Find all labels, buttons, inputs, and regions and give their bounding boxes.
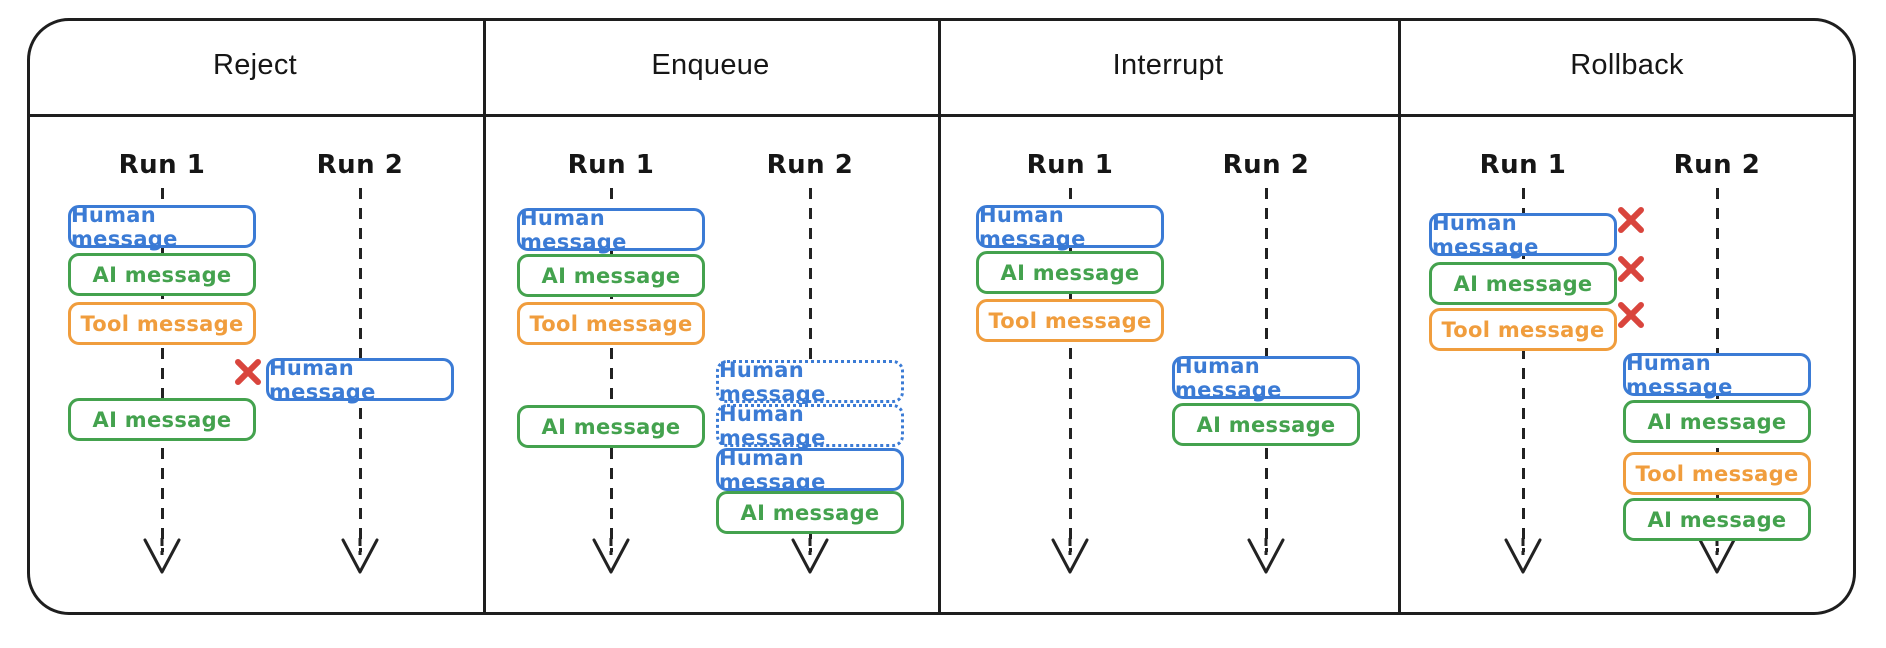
run-label: Run 2 <box>1673 150 1761 180</box>
message-label: AI message <box>92 262 232 287</box>
message-label: Tool message <box>80 311 244 336</box>
column-separator <box>483 18 486 615</box>
ai-message-box: AI message <box>517 405 705 448</box>
message-label: AI message <box>1453 271 1593 296</box>
x-mark-icon <box>1618 256 1644 282</box>
message-label: Tool message <box>988 308 1152 333</box>
message-label: Human message <box>269 355 376 404</box>
panel-border <box>27 18 1856 615</box>
ai-message-box: AI message <box>976 251 1164 294</box>
run-label: Run 1 <box>567 150 655 180</box>
arrow-down-icon <box>1247 538 1285 574</box>
human-message-box: Human message <box>517 205 705 254</box>
message-label: Human message <box>71 202 178 251</box>
message-label: Tool message <box>529 311 693 336</box>
run-label: Run 2 <box>766 150 854 180</box>
header-divider <box>27 114 1856 117</box>
ai-message-box: AI message <box>1623 400 1811 443</box>
message-label: AI message <box>541 263 681 288</box>
arrow-down-icon <box>143 538 181 574</box>
human-message-box: Human message <box>1623 350 1811 399</box>
message-label: Tool message <box>1441 317 1605 342</box>
message-label: AI message <box>1196 412 1336 437</box>
run-label: Run 2 <box>1222 150 1310 180</box>
ai-message-box: AI message <box>68 253 256 296</box>
tool-message-box: Tool message <box>517 302 705 345</box>
arrow-down-icon <box>1698 538 1736 574</box>
x-mark-icon <box>235 359 261 385</box>
ai-message-box: AI message <box>1172 403 1360 446</box>
human-message-box: Human message <box>68 202 256 251</box>
x-mark-icon <box>1618 302 1644 328</box>
message-label: AI message <box>740 500 880 525</box>
human-message-box: Human message <box>716 401 904 450</box>
run-label: Run 1 <box>118 150 206 180</box>
message-label: Human message <box>1626 350 1733 399</box>
tool-message-box: Tool message <box>68 302 256 345</box>
tool-message-box: Tool message <box>976 299 1164 342</box>
human-message-box: Human message <box>1429 207 1644 259</box>
human-message-box: Human message <box>716 357 904 406</box>
human-message-box: Human message <box>976 202 1164 251</box>
message-label: Human message <box>979 202 1086 251</box>
message-label: AI message <box>92 407 232 432</box>
message-label: Human message <box>719 445 826 494</box>
ai-message-box: AI message <box>517 254 705 297</box>
column-title: Interrupt <box>1112 49 1224 81</box>
arrow-down-icon <box>341 538 379 574</box>
arrow-down-icon <box>791 538 829 574</box>
human-message-box: Human message <box>1172 353 1360 402</box>
message-label: Human message <box>1175 353 1282 402</box>
ai-message-box: AI message <box>1623 498 1811 541</box>
timeline-dashed-line <box>1069 188 1072 552</box>
message-label: AI message <box>541 414 681 439</box>
ai-message-box: AI message <box>1429 256 1644 305</box>
column-separator <box>938 18 941 615</box>
column-separator <box>1398 18 1401 615</box>
message-label: AI message <box>1647 507 1787 532</box>
arrow-down-icon <box>592 538 630 574</box>
tool-message-box: Tool message <box>1623 452 1811 495</box>
message-label: Human message <box>520 205 627 254</box>
ai-message-box: AI message <box>68 398 256 441</box>
message-label: Human message <box>719 357 826 406</box>
column-title: Reject <box>213 49 297 81</box>
run-label: Run 1 <box>1479 150 1567 180</box>
timeline-dashed-line <box>610 188 613 552</box>
message-label: Human message <box>1432 210 1539 259</box>
run-label: Run 2 <box>316 150 404 180</box>
ai-message-box: AI message <box>716 491 904 534</box>
message-label: AI message <box>1647 409 1787 434</box>
arrow-down-icon <box>1051 538 1089 574</box>
message-label: Human message <box>719 401 826 450</box>
tool-message-box: Tool message <box>1429 302 1644 351</box>
run-label: Run 1 <box>1026 150 1114 180</box>
arrow-down-icon <box>1504 538 1542 574</box>
human-message-box: Human message <box>235 355 454 404</box>
x-mark-icon <box>1618 207 1644 233</box>
column-title: Rollback <box>1570 49 1684 81</box>
message-label: Tool message <box>1635 461 1799 486</box>
timeline-dashed-line <box>161 188 164 552</box>
message-label: AI message <box>1000 260 1140 285</box>
timeline-dashed-line <box>1522 188 1525 552</box>
column-title: Enqueue <box>651 49 770 81</box>
human-message-box: Human message <box>716 445 904 494</box>
